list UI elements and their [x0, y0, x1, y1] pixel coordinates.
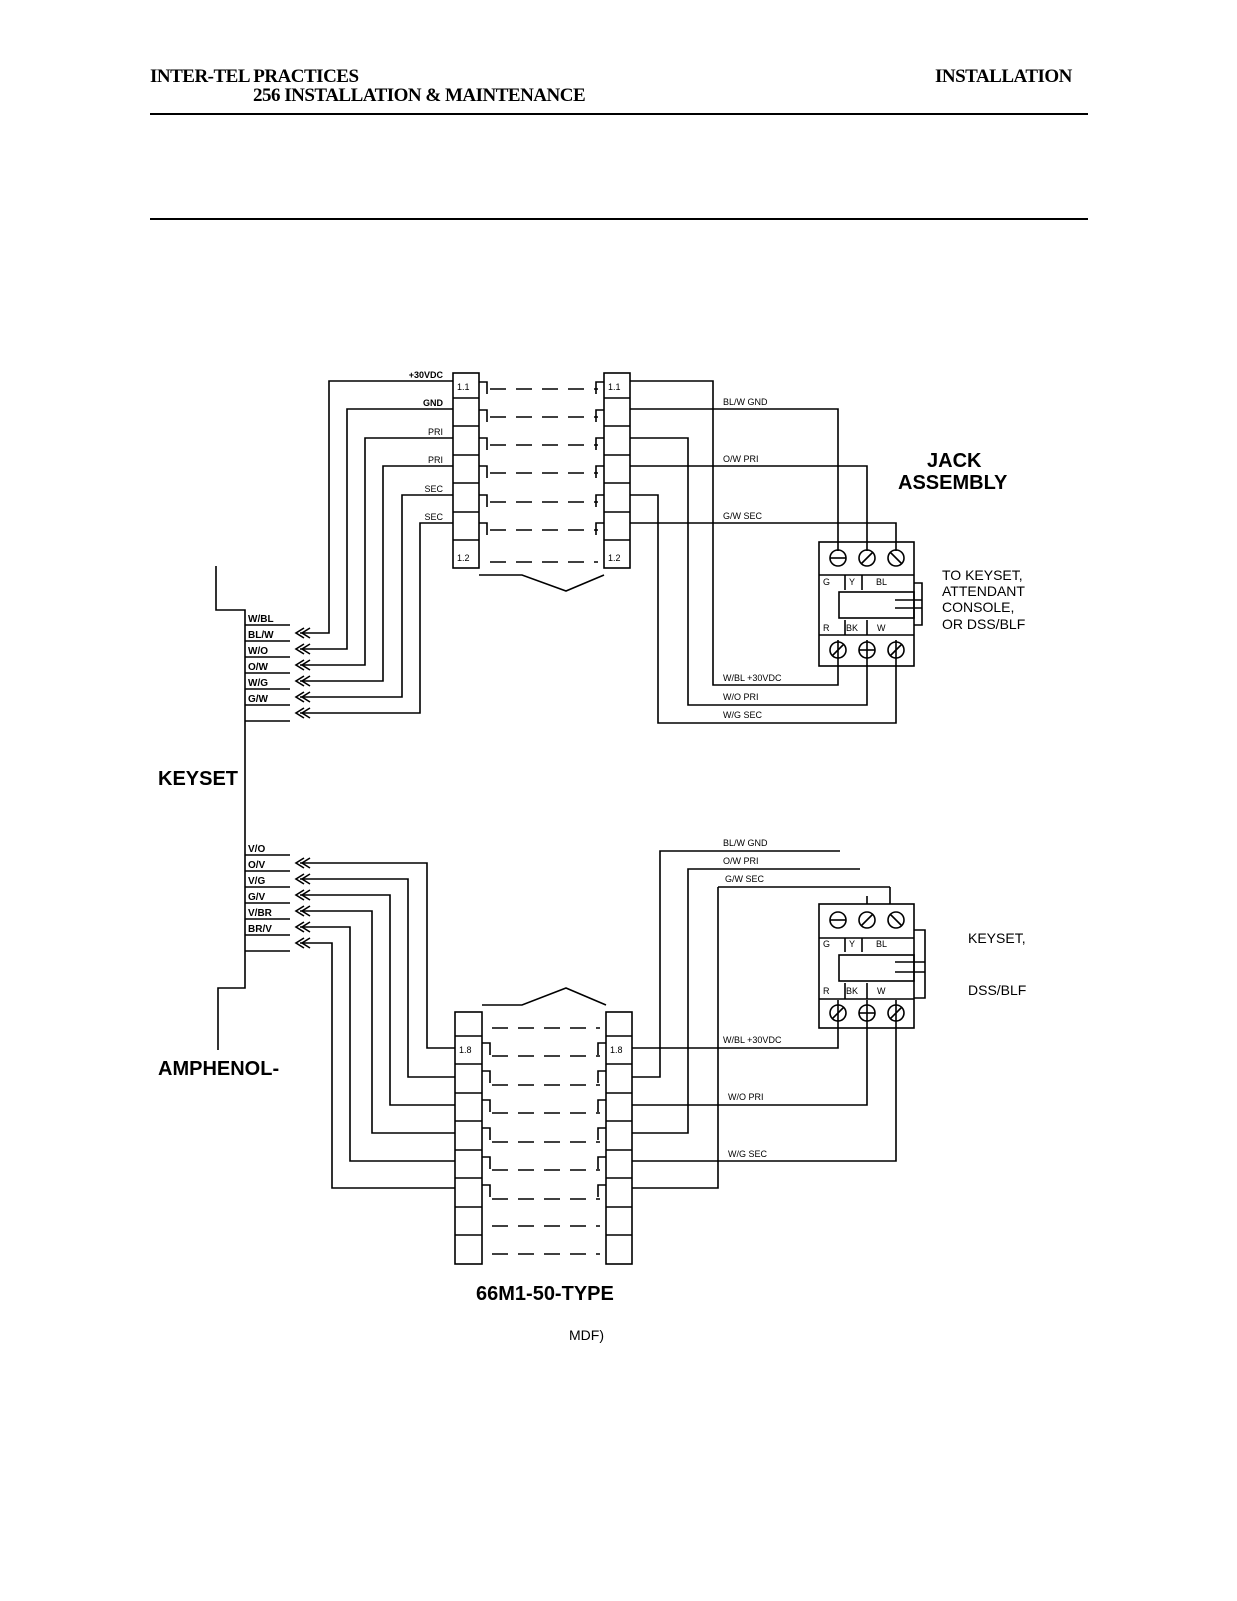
terminal-label: R: [823, 986, 830, 996]
destination-line: TO KEYSET,: [942, 567, 1023, 583]
row-label: 1.8: [610, 1045, 623, 1055]
terminal-label: W: [877, 986, 886, 996]
terminal-label: Y: [849, 577, 855, 587]
wire-label: BL/W GND: [723, 397, 768, 407]
wire-label: W/BL +30VDC: [723, 673, 782, 683]
bottom-pin-label: V/O: [248, 844, 265, 855]
wire-label: W/O PRI: [728, 1092, 764, 1102]
keyset-label: KEYSET: [158, 768, 238, 790]
terminal-label: BK: [846, 986, 858, 996]
wire-label: SEC: [424, 512, 443, 522]
bottom-right-wires: [632, 850, 897, 1189]
row-label: 1.8: [459, 1045, 472, 1055]
bottom-pin-label: BR/V: [248, 924, 272, 935]
wire-label: PRI: [428, 427, 443, 437]
row-label: 1.1: [457, 382, 470, 392]
bottom-left-wires: [300, 862, 455, 1189]
bottom-pin-label: G/V: [248, 892, 266, 903]
mdf-label: MDF): [569, 1327, 604, 1343]
terminal-label: R: [823, 623, 830, 633]
destination-line: DSS/BLF: [968, 982, 1026, 998]
top-left-wires: [300, 380, 453, 714]
block-type-label: 66M1-50-TYPE: [476, 1283, 614, 1305]
bottom-jack-assembly: [818, 903, 926, 1029]
wire-label: O/W PRI: [723, 454, 759, 464]
header-manual-title: 256 INSTALLATION & MAINTENANCE: [253, 85, 586, 106]
terminal-label: BL: [876, 939, 887, 949]
terminal-label: BK: [846, 623, 858, 633]
wire-label: SEC: [424, 484, 443, 494]
bottom-pin-rows: [245, 854, 290, 952]
header-practices: INTER-TEL PRACTICES: [150, 66, 359, 87]
wire-label: W/G SEC: [728, 1149, 768, 1159]
wire-label: W/O PRI: [723, 692, 759, 702]
wire-label: G/W SEC: [725, 874, 765, 884]
jack-title: JACK: [927, 450, 982, 472]
top-pin-rows: [245, 624, 290, 722]
top-jack-assembly: [818, 541, 923, 667]
wire-label: W/BL +30VDC: [723, 1035, 782, 1045]
top-right-wires: [630, 380, 897, 724]
destination-line: OR DSS/BLF: [942, 616, 1025, 632]
top-pin-label: G/W: [248, 694, 269, 705]
row-label: 1.1: [608, 382, 621, 392]
bottom-pin-label: V/G: [248, 876, 265, 887]
terminal-label: G: [823, 577, 830, 587]
bottom-connecting-block: [454, 987, 633, 1265]
wire-label: GND: [423, 398, 444, 408]
terminal-label: G: [823, 939, 830, 949]
top-pin-label: BL/W: [248, 630, 274, 641]
terminal-label: Y: [849, 939, 855, 949]
top-pin-label: W/O: [248, 646, 268, 657]
amphenol-label: AMPHENOL-: [158, 1058, 279, 1080]
destination-line: CONSOLE,: [942, 599, 1014, 615]
top-pin-label: W/G: [248, 678, 268, 689]
wire-label: G/W SEC: [723, 511, 763, 521]
bottom-pin-label: V/BR: [248, 908, 273, 919]
wire-label: PRI: [428, 455, 443, 465]
wire-label: BL/W GND: [723, 838, 768, 848]
keyset-cable: [215, 566, 246, 1050]
header-section: INSTALLATION: [935, 66, 1072, 87]
jack-title: ASSEMBLY: [898, 472, 1008, 494]
top-connecting-block: [452, 372, 631, 592]
wire-label: W/G SEC: [723, 710, 763, 720]
row-label: 1.2: [608, 553, 621, 563]
destination-line: KEYSET,: [968, 930, 1026, 946]
section-rule: [150, 218, 1088, 220]
terminal-label: BL: [876, 577, 887, 587]
wire-label: O/W PRI: [723, 856, 759, 866]
destination-line: ATTENDANT: [942, 583, 1025, 599]
row-label: 1.2: [457, 553, 470, 563]
bottom-pin-label: O/V: [248, 860, 266, 871]
top-pin-label: O/W: [248, 662, 269, 673]
top-pin-label: W/BL: [248, 614, 274, 625]
wire-label: +30VDC: [409, 370, 444, 380]
header-rule: [150, 113, 1088, 115]
top-pin-chevrons: [294, 627, 311, 719]
bottom-pin-chevrons: [294, 857, 311, 949]
terminal-label: W: [877, 623, 886, 633]
